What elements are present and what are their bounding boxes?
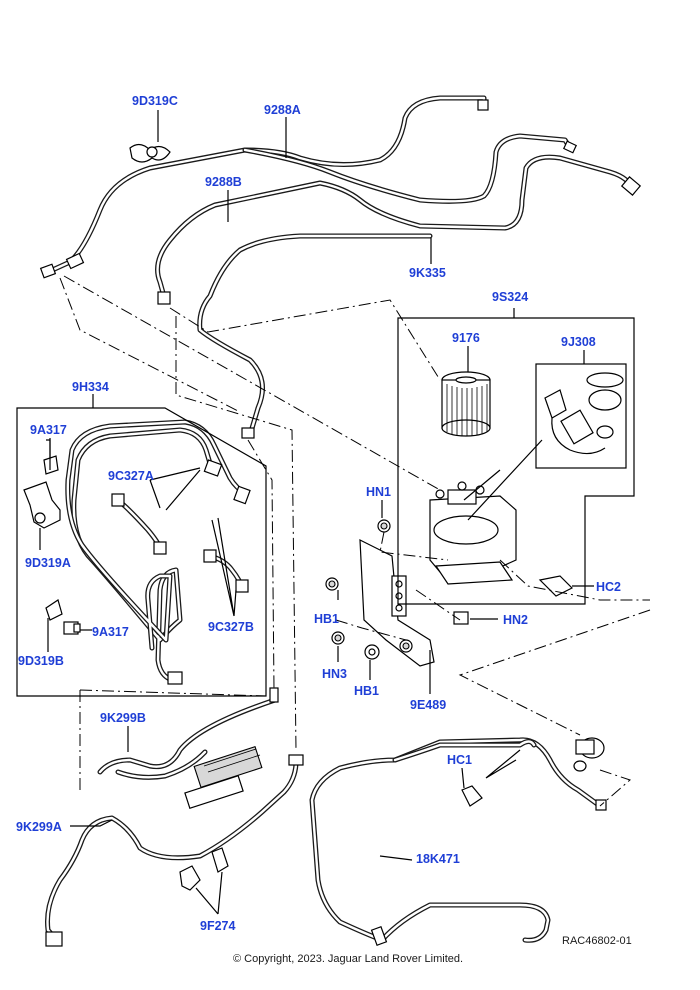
drawing-reference: RAC46802-01 [562,935,632,947]
label-HB1-bottom: HB1 [354,684,379,698]
pipe-9H334 [71,427,215,683]
label-HN3: HN3 [322,667,347,681]
assembly-lines [59,275,651,807]
label-9S324: 9S324 [492,290,528,304]
bracket-9E489 [359,539,435,667]
label-9K299A: 9K299A [16,820,62,834]
label-HN2: HN2 [503,613,528,627]
label-HN1: HN1 [366,485,391,499]
label-HC2: HC2 [596,580,621,594]
clip-9A317-lower [63,621,81,635]
label-9H334: 9H334 [72,380,109,394]
clip-HC1 [461,785,483,807]
filter-element-9176 [441,371,491,437]
label-9D319B: 9D319B [18,654,64,668]
pipe-9K299A [45,761,299,945]
label-9288A: 9288A [264,103,301,117]
clip-9D319B [45,599,63,640]
label-9E489: 9E489 [410,698,446,712]
filter-housing-9S324 [429,481,517,585]
callout-labels: 9D319C 9288A 9288B 9K335 9S324 9176 9J30… [16,94,621,933]
clips-9F274 [179,847,229,891]
group-frames [16,317,635,697]
pipe-9K335 [197,233,433,438]
fuel-pressure-component [573,737,605,772]
label-9176: 9176 [452,331,480,345]
label-9J308: 9J308 [561,335,596,349]
hose-9C327B [203,549,249,593]
label-HB1-left: HB1 [314,612,339,626]
label-9F274: 9F274 [200,919,235,933]
bracket-9D319A [23,439,61,529]
label-18K471: 18K471 [416,852,460,866]
frame-9S324 [397,317,635,605]
fuel-pipes [45,95,635,945]
label-9288B: 9288B [205,175,242,189]
pipe-9288A [45,95,487,275]
label-9C327B: 9C327B [208,620,254,634]
label-9K335: 9K335 [409,266,446,280]
clip-9D319C [129,143,171,163]
sensor-9J308 [544,372,624,455]
frame-9H334 [16,407,267,697]
label-9D319C-top: 9D319C [132,94,178,108]
label-HC1: HC1 [447,753,472,767]
label-9C327A: 9C327A [108,469,154,483]
nut-HN2 [453,611,469,625]
label-9K299B: 9K299B [100,711,146,725]
label-9D319A: 9D319A [25,556,71,570]
hose-9C327A [111,493,167,555]
leader-lines [39,110,594,915]
frame-9J308 [535,363,627,469]
fuel-heater-assembly [184,745,263,810]
copyright-notice: © Copyright, 2023. Jaguar Land Rover Lim… [233,953,463,965]
pipe-connectors [39,99,642,947]
label-9A317-bottom: 9A317 [92,625,129,639]
label-9A317-top: 9A317 [30,423,67,437]
clip-HC2 [538,575,574,597]
